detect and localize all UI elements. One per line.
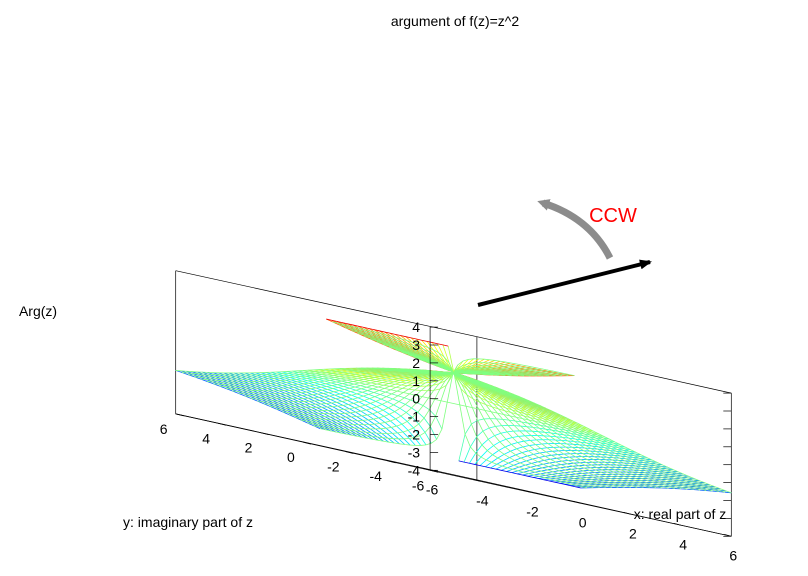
surface-mesh-line (307, 364, 562, 434)
z-tick-label: 1 (412, 373, 420, 389)
x-tick-label: 6 (729, 547, 737, 563)
z-tick-label: -3 (408, 444, 421, 460)
x-tick-label: -2 (526, 503, 539, 519)
direction-arrow (477, 259, 652, 307)
x-tick-label: 0 (579, 514, 587, 530)
surface-mesh (175, 318, 732, 494)
x-tick-mark (523, 489, 531, 493)
surface-mesh-line (326, 318, 449, 347)
surface-mesh-line (282, 370, 537, 418)
surface-mesh-line (376, 341, 632, 488)
surface-mesh-line (370, 338, 625, 488)
surface-mesh-line (458, 460, 581, 489)
z-tick-label: 3 (412, 337, 420, 353)
z-tick-label: -4 (408, 462, 421, 478)
x-tick-mark (573, 500, 581, 504)
z-tick-label: -2 (408, 427, 421, 443)
surface-mesh-line (200, 370, 456, 382)
surface-mesh-line (464, 375, 719, 492)
surface-mesh-line (276, 370, 531, 415)
y-tick-label: 4 (202, 430, 210, 446)
surface-mesh-line (382, 343, 638, 488)
y-tick-mark (260, 432, 269, 436)
y-tick-label: -2 (327, 459, 340, 475)
x-tick-label: 2 (629, 525, 637, 541)
box-edge (476, 336, 732, 394)
y-tick-mark (218, 422, 227, 426)
surface-mesh-line (345, 327, 600, 488)
surface-mesh-line (313, 362, 569, 440)
chart-title: argument of f(z)=z^2 (391, 13, 520, 29)
z-tick-label: 2 (412, 355, 420, 371)
x-tick-label: 4 (679, 536, 687, 552)
surface-mesh-line (470, 377, 726, 493)
surface-mesh-line (301, 366, 556, 430)
surface-mesh-line (288, 369, 544, 422)
surface-mesh-line (181, 368, 437, 376)
surface-mesh-line (332, 321, 588, 489)
ccw-rotation-arrow (537, 199, 614, 260)
y-tick-mark (175, 413, 184, 417)
x-tick-label: -6 (426, 481, 439, 497)
y-tick-mark (430, 469, 439, 473)
surface-mesh-line (188, 369, 443, 378)
z-tick-label: 0 (412, 391, 420, 407)
x-tick-mark (724, 533, 732, 537)
z-tick-label: -1 (408, 409, 421, 425)
y-tick-mark (345, 451, 354, 454)
y-tick-label: 0 (287, 449, 295, 465)
surface-mesh-line (263, 371, 518, 408)
surface-mesh-line (357, 332, 613, 488)
y-tick-label: -4 (369, 468, 382, 484)
box-edge (175, 270, 477, 338)
y-tick-label: -6 (412, 477, 425, 493)
y-tick-label: 2 (245, 440, 253, 456)
axis-box-front (175, 327, 732, 537)
y-tick-mark (387, 460, 396, 464)
surface-mesh-line (338, 324, 594, 489)
x-axis-label: x: real part of z (634, 506, 727, 522)
y-axis-label: y: imaginary part of z (123, 514, 253, 530)
surface-mesh-line (457, 373, 713, 492)
surface-mesh-line (363, 335, 619, 488)
surface-mesh-line (175, 367, 431, 374)
z-axis-label: Arg(z) (19, 303, 57, 319)
x-tick-mark (423, 467, 431, 471)
surface-mesh-line (294, 368, 550, 426)
x-tick-mark (674, 522, 682, 526)
ccw-annotation: CCW (589, 205, 637, 227)
surface-mesh-line (319, 358, 575, 446)
x-tick-label: -4 (476, 492, 489, 508)
surface-mesh-line (476, 379, 732, 494)
x-tick-mark (623, 511, 631, 515)
surface-mesh-line (351, 330, 606, 488)
surface-mesh-line (269, 371, 525, 411)
x-tick-mark (473, 478, 481, 482)
y-tick-label: 6 (160, 421, 168, 437)
surface-mesh-line (194, 369, 449, 380)
y-tick-mark (302, 441, 311, 445)
z-tick-label: 4 (412, 319, 420, 335)
